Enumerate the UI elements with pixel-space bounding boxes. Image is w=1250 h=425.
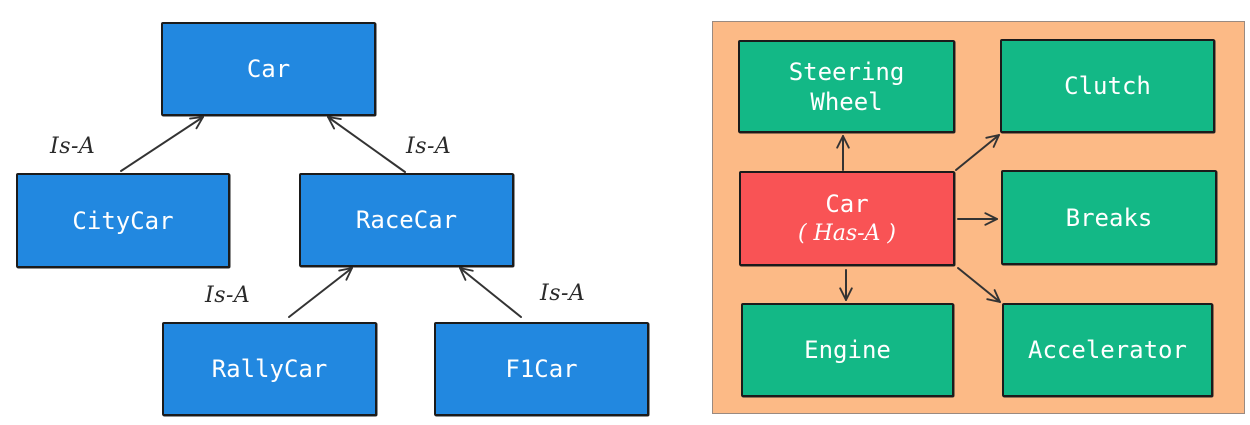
node-car-has-a-line2: ( Has-A ) — [797, 220, 897, 246]
node-steering-wheel[interactable]: Steering Wheel — [738, 40, 955, 133]
node-steering-wheel-line1: Steering — [788, 57, 905, 86]
node-clutch[interactable]: Clutch — [1000, 39, 1215, 133]
edge-f1car-to-racecar — [459, 267, 522, 318]
node-breaks-label: Breaks — [1065, 203, 1153, 232]
edge-citycar-to-car — [120, 116, 204, 172]
node-citycar[interactable]: CityCar — [16, 173, 230, 268]
node-engine[interactable]: Engine — [741, 303, 954, 397]
node-f1car[interactable]: F1Car — [434, 322, 649, 416]
node-car-has-a-line1: Car — [825, 189, 869, 218]
node-f1car-label: F1Car — [505, 355, 578, 383]
node-racecar-label: RaceCar — [355, 206, 458, 234]
node-breaks[interactable]: Breaks — [1001, 170, 1217, 265]
edge-label-rallycar-racecar: Is-A — [205, 283, 251, 308]
node-rallycar-label: RallyCar — [211, 355, 328, 383]
node-car-label: Car — [246, 55, 291, 83]
edge-label-racecar-car: Is-A — [406, 134, 452, 159]
node-accelerator-label: Accelerator — [1028, 336, 1187, 364]
node-rallycar[interactable]: RallyCar — [162, 322, 377, 416]
node-citycar-label: CityCar — [72, 206, 174, 235]
node-clutch-label: Clutch — [1064, 72, 1151, 100]
edge-racecar-to-car — [327, 116, 406, 173]
node-steering-wheel-line2: Wheel — [810, 87, 883, 116]
node-engine-label: Engine — [804, 336, 891, 364]
node-car-has-a[interactable]: Car ( Has-A ) — [739, 171, 955, 266]
node-accelerator[interactable]: Accelerator — [1002, 303, 1213, 397]
node-car[interactable]: Car — [161, 22, 376, 116]
edge-label-citycar-car: Is-A — [50, 134, 96, 159]
node-racecar[interactable]: RaceCar — [299, 173, 514, 267]
edge-rallycar-to-racecar — [288, 267, 353, 318]
edge-label-f1car-racecar: Is-A — [540, 281, 586, 306]
